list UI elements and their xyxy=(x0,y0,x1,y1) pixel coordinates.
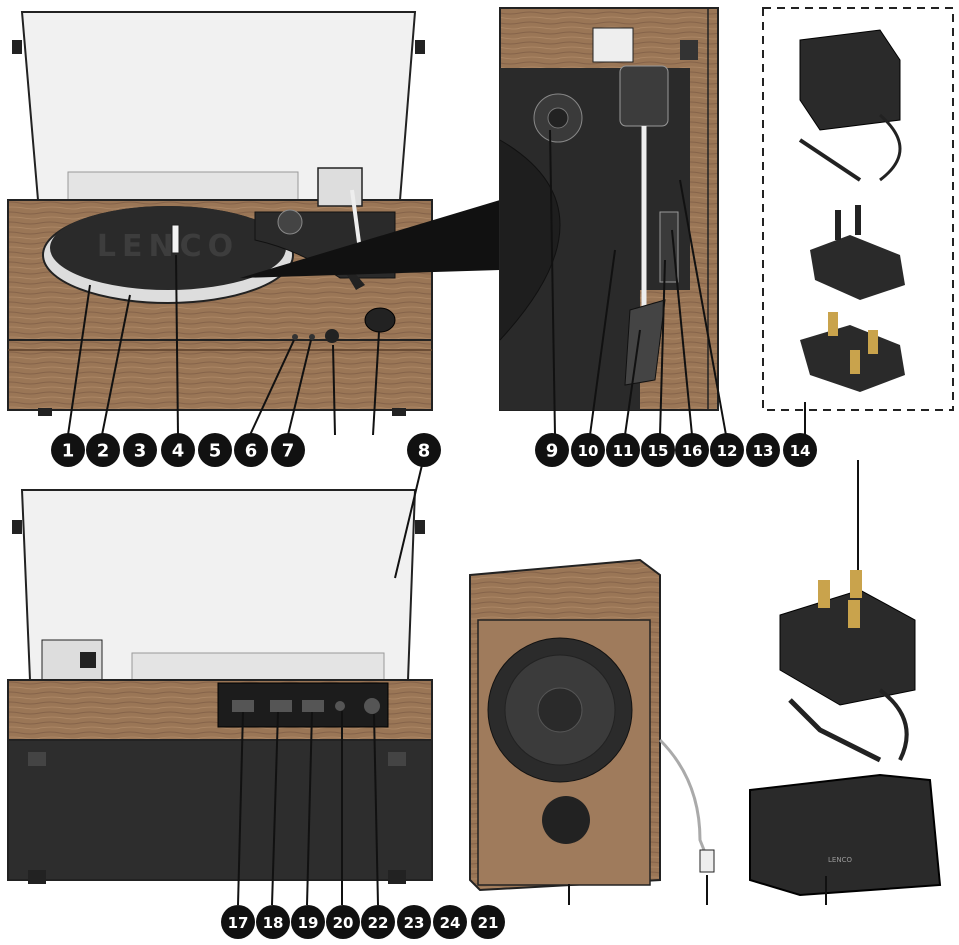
callout-badge-15: 15 xyxy=(641,433,675,467)
callout-number: 8 xyxy=(418,441,431,462)
callout-badge-9: 9 xyxy=(535,433,569,467)
callout-number: 19 xyxy=(298,914,319,932)
pad-logo: LENCO xyxy=(828,856,852,864)
adapter-dashed-box xyxy=(762,7,954,411)
callout-number: 1 xyxy=(62,441,75,462)
callout-badge-5: 5 xyxy=(198,433,232,467)
speaker-port xyxy=(542,796,590,844)
callout-number: 16 xyxy=(682,442,703,460)
callout-badge-14: 14 xyxy=(783,433,817,467)
callout-badge-17: 17 xyxy=(221,905,255,939)
speaker-dust-cap xyxy=(537,687,583,733)
callout-badge-18: 18 xyxy=(256,905,290,939)
callout-number: 9 xyxy=(546,441,559,462)
callout-number: 14 xyxy=(790,442,811,460)
turntable-plinth-front xyxy=(7,339,433,411)
adapter-body xyxy=(799,29,901,131)
callout-number: 13 xyxy=(753,442,774,460)
callout-number: 15 xyxy=(648,442,669,460)
callout-number: 21 xyxy=(478,914,499,932)
callout-number: 10 xyxy=(578,442,599,460)
callout-number: 20 xyxy=(333,914,354,932)
callout-badge-13: 13 xyxy=(746,433,780,467)
callout-badge-16: 16 xyxy=(675,433,709,467)
callout-badge-1: 1 xyxy=(51,433,85,467)
uk-power-adapter xyxy=(779,460,916,763)
remote-pad: LENCO xyxy=(749,773,942,905)
detail-counterweight xyxy=(619,65,669,127)
callout-number: 11 xyxy=(613,442,634,460)
callout-badge-11: 11 xyxy=(606,433,640,467)
tonearm-rest xyxy=(317,167,363,207)
speaker-cable xyxy=(658,738,710,861)
callout-badge-6: 6 xyxy=(234,433,268,467)
callout-badge-12: 12 xyxy=(710,433,744,467)
platter-logo: LENCO xyxy=(97,229,239,264)
volume-knob xyxy=(364,307,396,333)
callout-number: 4 xyxy=(172,441,185,462)
callout-badge-7: 7 xyxy=(271,433,305,467)
callout-number: 24 xyxy=(440,914,461,932)
callout-number: 5 xyxy=(209,441,222,462)
back-cabinet xyxy=(7,739,433,881)
headphone-jack xyxy=(325,329,339,343)
lid-hinge-left xyxy=(12,40,22,54)
callout-number: 18 xyxy=(263,914,284,932)
speaker xyxy=(469,558,715,905)
turntable-front-view: LENCO xyxy=(7,11,433,436)
callout-number: 22 xyxy=(368,914,389,932)
callout-badge-4: 4 xyxy=(161,433,195,467)
indicator-led-1 xyxy=(292,334,298,340)
platter-mat xyxy=(50,206,286,290)
lid-inner-window xyxy=(67,171,299,201)
callout-number: 17 xyxy=(228,914,249,932)
eu-plug xyxy=(810,235,905,300)
callout-badge-2: 2 xyxy=(86,433,120,467)
indicator-led-2 xyxy=(309,334,315,340)
callout-badge-22: 22 xyxy=(361,905,395,939)
callout-number: 3 xyxy=(134,441,147,462)
callout-badge-10: 10 xyxy=(571,433,605,467)
lid-hinge-right xyxy=(415,40,425,54)
callout-number: 6 xyxy=(245,441,258,462)
callout-number: 7 xyxy=(282,441,295,462)
callout-number: 12 xyxy=(717,442,738,460)
callout-badge-21: 21 xyxy=(471,905,505,939)
callout-badge-23: 23 xyxy=(397,905,431,939)
tonearm-detail-view xyxy=(240,7,727,436)
turntable-back-view xyxy=(7,464,433,906)
callout-number: 2 xyxy=(97,441,110,462)
callout-badge-20: 20 xyxy=(326,905,360,939)
callout-badge-8: 8 xyxy=(407,433,441,467)
callout-badge-3: 3 xyxy=(123,433,157,467)
callout-badge-24: 24 xyxy=(433,905,467,939)
power-adapter-eu-uk-plugs xyxy=(762,7,954,435)
callout-number: 23 xyxy=(404,914,425,932)
spindle xyxy=(171,224,180,254)
speed-selector xyxy=(277,209,303,235)
callout-badge-19: 19 xyxy=(291,905,325,939)
